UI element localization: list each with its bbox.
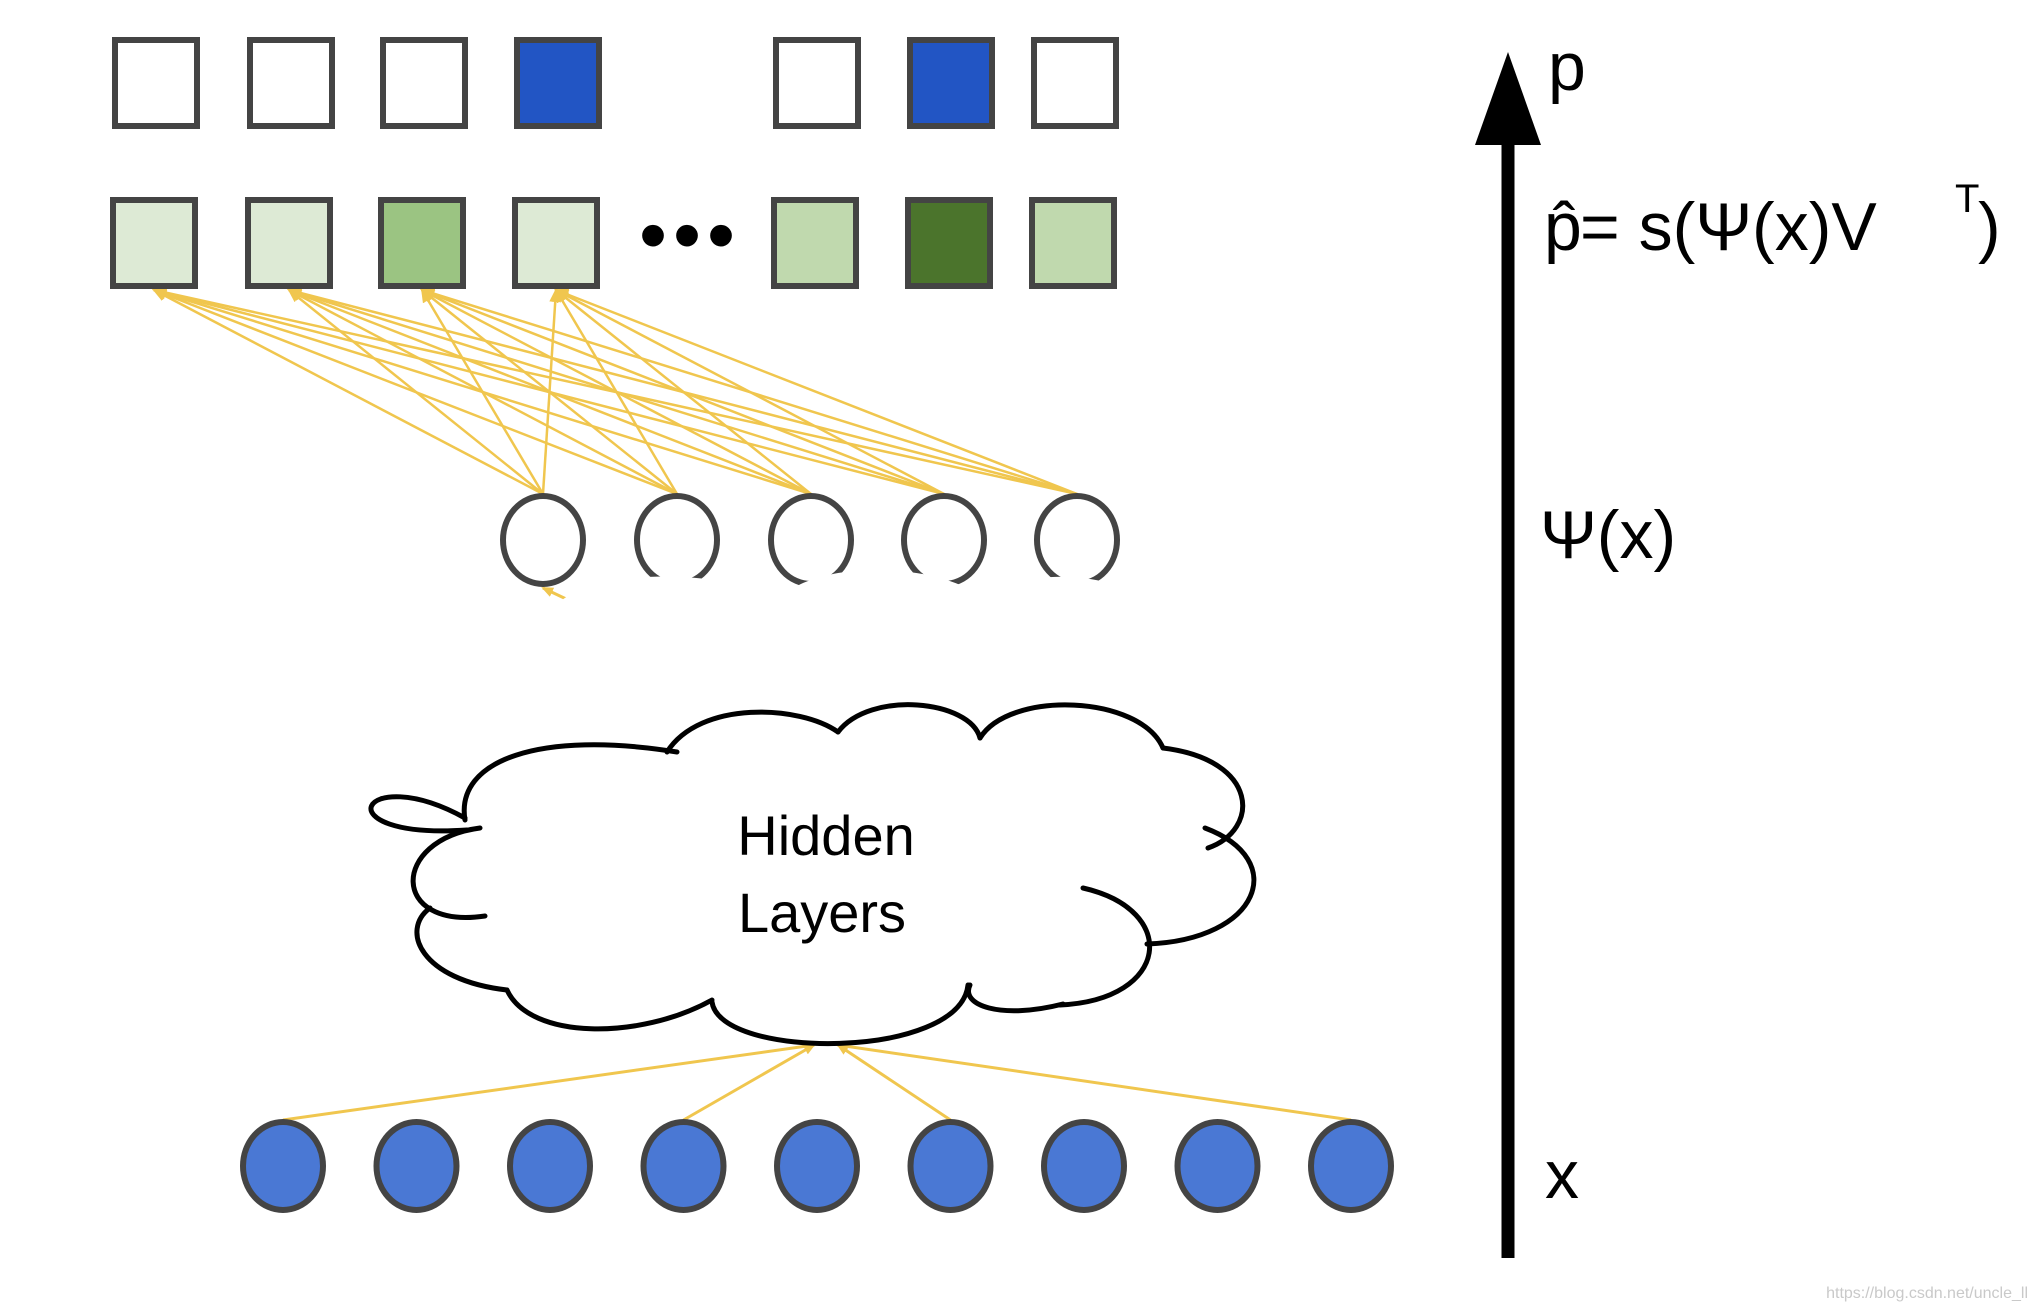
- input-to-cloud-arrow: [282, 1041, 816, 1122]
- label-p: p: [1548, 29, 1586, 105]
- hidden-layers-cloud: Hidden Layers: [368, 570, 1265, 1047]
- target-cell-empty: [1031, 37, 1119, 129]
- input-to-cloud-arrow: [836, 1043, 952, 1122]
- prediction-cell-dark: [905, 197, 993, 289]
- label-formula-sup: T: [1955, 177, 1979, 221]
- target-cell-empty: [247, 37, 335, 129]
- cloud-label-line1: Hidden: [737, 804, 914, 867]
- prediction-cell-medium: [378, 197, 466, 289]
- output-connection-arrow: [152, 288, 678, 496]
- output-connection-arrow: [152, 287, 812, 496]
- target-cell-empty: [773, 37, 861, 129]
- ellipsis: •••: [639, 190, 741, 279]
- prediction-cell-light: [245, 197, 333, 289]
- embedding-node-row: [500, 493, 1120, 587]
- input-to-cloud-arrow: [682, 1043, 816, 1122]
- vertical-axis-arrow: [1475, 52, 1541, 1258]
- embedding-node: [1034, 493, 1120, 587]
- input-node: [774, 1119, 860, 1213]
- target-cell-empty: [112, 37, 200, 129]
- output-connection-arrow: [554, 288, 1078, 496]
- embedding-node: [500, 493, 586, 587]
- output-connection-arrow: [152, 287, 945, 496]
- input-node: [1041, 1119, 1127, 1213]
- target-cell-selected: [907, 37, 995, 129]
- label-prediction-formula: p̂ = s(Ψ(x)V T ): [1544, 177, 2001, 265]
- input-node: [640, 1119, 727, 1213]
- prediction-softmax-row: [110, 197, 1117, 289]
- prediction-cell-light: [110, 197, 198, 289]
- target-one-hot-row: [112, 37, 1119, 129]
- cloud-shape: [380, 570, 1265, 1034]
- prediction-cell-light: [512, 197, 600, 289]
- prediction-cell-mid: [1029, 197, 1117, 289]
- target-cell-selected: [514, 37, 602, 129]
- output-connection-arrow: [420, 287, 1078, 496]
- embedding-node: [768, 493, 854, 587]
- input-node: [1308, 1119, 1394, 1213]
- label-x: x: [1545, 1137, 1579, 1213]
- label-formula-close: ): [1978, 189, 2001, 265]
- watermark: https://blog.csdn.net/uncle_ll: [1826, 1285, 2028, 1302]
- target-cell-empty: [380, 37, 468, 129]
- embedding-node: [634, 493, 720, 587]
- input-node: [1174, 1119, 1261, 1213]
- output-connection-arrow: [152, 286, 1078, 496]
- input-node: [907, 1119, 994, 1213]
- output-connection-arrow: [287, 287, 1078, 496]
- input-node: [507, 1119, 593, 1213]
- label-formula-body: = s(Ψ(x)V: [1580, 189, 1877, 265]
- input-node-row: [240, 1119, 1394, 1213]
- input-to-cloud-arrow: [836, 1041, 1352, 1122]
- axis-arrowhead-icon: [1475, 52, 1541, 145]
- output-connection-arrow: [152, 288, 544, 496]
- cloud-label-line2: Layers: [738, 881, 906, 944]
- label-p-hat: p̂: [1544, 189, 1582, 265]
- embedding-node: [901, 493, 987, 587]
- prediction-cell-mid: [771, 197, 859, 289]
- input-to-cloud-arrows: [282, 1041, 1352, 1122]
- label-psi-x: Ψ(x): [1540, 497, 1676, 573]
- output-connection-arrows: [152, 286, 1078, 496]
- input-node: [373, 1119, 460, 1213]
- input-node: [240, 1119, 326, 1213]
